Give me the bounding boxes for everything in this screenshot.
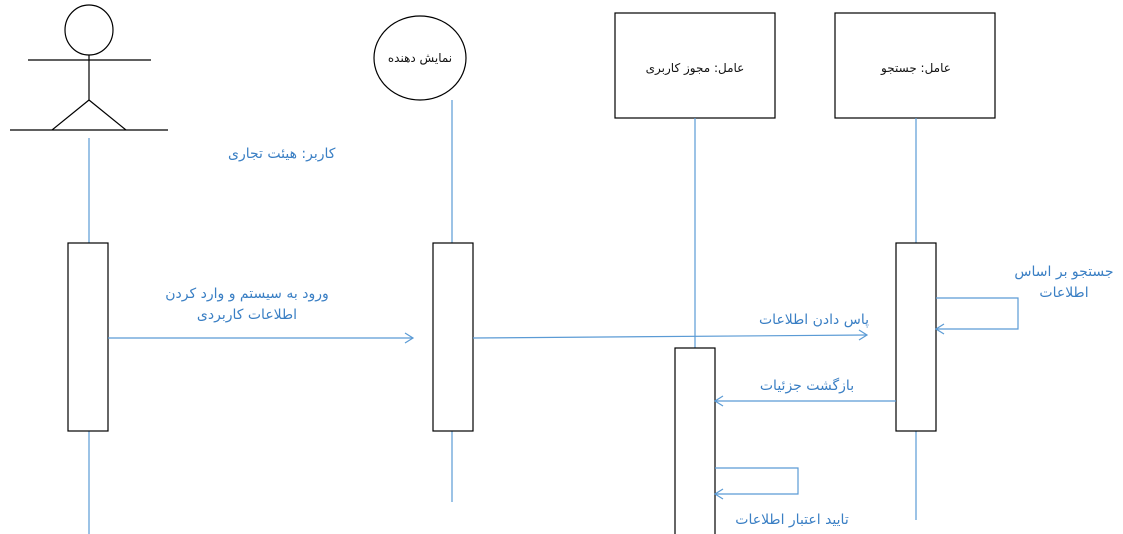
search-agent-label: عامل: جستجو (880, 61, 951, 76)
verify-self-loop (715, 467, 799, 495)
actor-head (64, 4, 114, 56)
login-arrowhead (404, 332, 415, 344)
display-label: نمایش دهنده (388, 51, 452, 66)
auth-agent-label: عامل: مجوز کاربری (646, 61, 745, 76)
actor-label: کاربر: هیئت تجاری (228, 146, 336, 162)
search-self-arrowhead (934, 323, 945, 335)
login-message-line2: اطلاعات کاربردی (197, 307, 297, 323)
display-activation (432, 242, 474, 432)
search-activation (895, 242, 937, 432)
login-message-line1: ورود به سیستم و وارد کردن (165, 286, 328, 302)
return-details-label: بازگشت جزئیات (760, 377, 854, 394)
search-agent-box (834, 12, 996, 119)
search-message-line1: جستجو بر اساس (1014, 264, 1113, 280)
actor-leg-left (51, 99, 90, 131)
pass-info-label: پاس دادن اطلاعات (759, 312, 869, 328)
actor-leg-right (88, 99, 127, 131)
verify-label: تایید اعتبار اطلاعات (735, 512, 849, 528)
search-self-loop (936, 297, 1019, 330)
display-participant (373, 15, 467, 101)
auth-activation (674, 347, 716, 534)
pass-info-arrow-line (472, 334, 868, 339)
search-message-line2: اطلاعات (1039, 285, 1088, 301)
actor-figure (10, 4, 168, 131)
verify-self-arrowhead (713, 488, 724, 500)
actor-activation (67, 242, 109, 432)
pass-info-arrowhead (858, 329, 869, 341)
return-arrowhead (713, 395, 724, 407)
